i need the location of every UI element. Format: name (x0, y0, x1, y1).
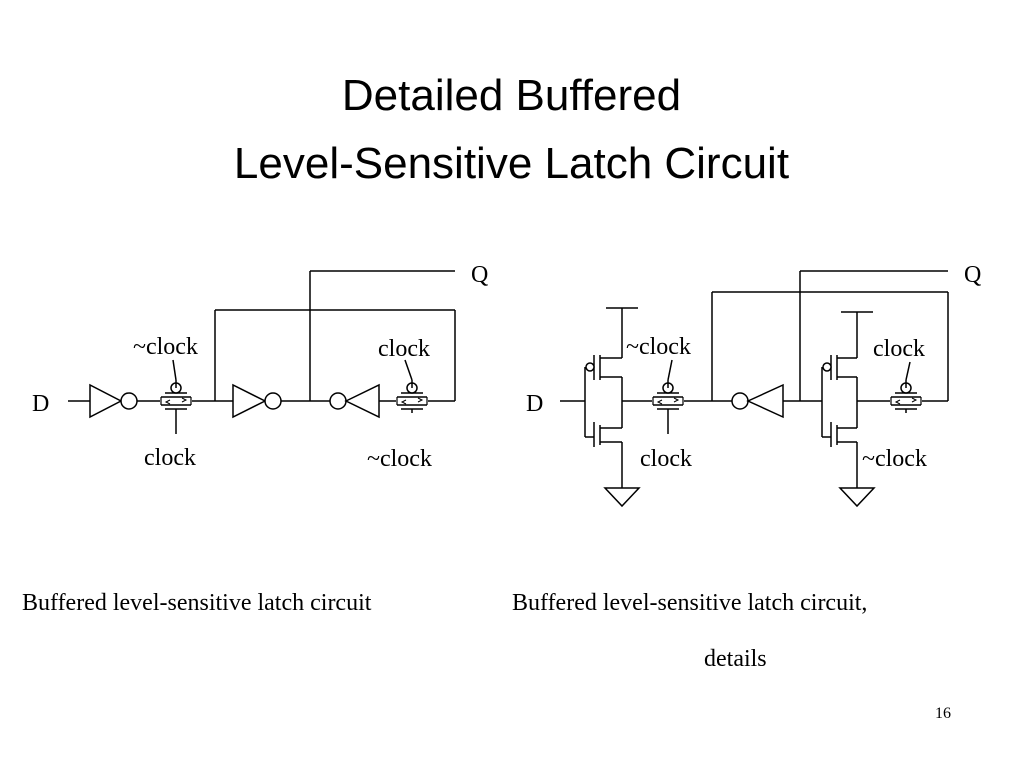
right-input-label: D (526, 391, 543, 417)
left-tg1-top-label: ~clock (133, 334, 198, 360)
right-tg1-bottom-label: clock (640, 446, 692, 472)
left-output-label: Q (471, 262, 488, 288)
slide-title-line-2: Level-Sensitive Latch Circuit (233, 139, 790, 188)
right-output-label: Q (964, 262, 981, 288)
page-number: 16 (935, 705, 951, 722)
left-tg1-bottom-label: clock (144, 445, 196, 471)
right-tg2-top-label: clock (873, 336, 925, 362)
right-latch-circuit (560, 270, 949, 507)
left-tg2-top-label: clock (378, 336, 430, 362)
left-input-label: D (32, 391, 49, 417)
right-tg2-bottom-label: ~clock (862, 446, 927, 472)
left-tg2-bottom-label: ~clock (367, 446, 432, 472)
right-tg1-top-label: ~clock (626, 334, 691, 360)
right-circuit-caption-line-1: Buffered level-sensitive latch circuit, (512, 590, 868, 616)
right-circuit-caption-line-2: details (704, 646, 767, 672)
left-circuit-caption: Buffered level-sensitive latch circuit (22, 590, 372, 616)
slide-title-line-1: Detailed Buffered (341, 71, 682, 120)
left-latch-circuit (68, 270, 456, 434)
